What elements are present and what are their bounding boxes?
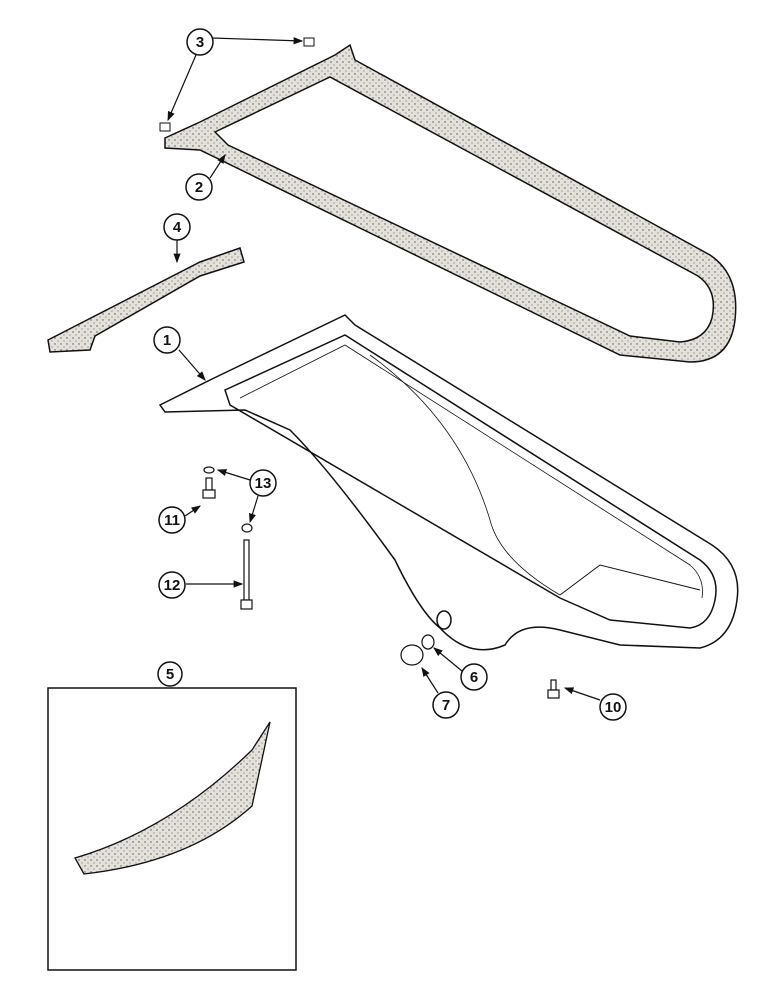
bolt-10-head [547,689,560,699]
svg-text:2: 2 [195,179,203,196]
callout-13: 13 [249,469,277,497]
hardware [202,466,560,699]
callout-2: 2 [185,173,213,201]
gasket-strip [47,247,245,353]
svg-text:4: 4 [173,219,182,236]
gasket-tab-right [303,37,315,47]
callout-7: 7 [432,691,460,719]
bolt-12-shank [243,539,250,601]
svg-text:11: 11 [164,512,180,529]
svg-text:1: 1 [163,332,171,349]
svg-text:6: 6 [470,669,478,686]
bolt-11-shank [205,477,213,491]
callout-3: 3 [186,28,214,56]
svg-text:13: 13 [255,475,272,492]
callout-4: 4 [163,213,191,241]
bolt-10-shank [550,679,557,691]
callout-1: 1 [153,326,181,354]
bolt-11-head [202,489,216,499]
svg-text:7: 7 [442,697,450,714]
callout-12: 12 [158,571,186,599]
callout-6: 6 [460,663,488,691]
leader-lines [167,37,601,701]
svg-text:12: 12 [164,577,181,594]
svg-text:10: 10 [605,699,622,716]
callout-10: 10 [599,693,627,721]
bolt-12-head [240,599,253,610]
rear-seal-piece [74,721,271,875]
callout-11: 11 [158,506,186,534]
oil-pan-gasket [159,37,737,363]
svg-text:3: 3 [196,34,204,51]
oil-pan [158,314,739,651]
callout-5: 5 [157,661,183,687]
drain-plug-7 [400,644,424,666]
gasket-tab-left [159,122,171,132]
svg-text:5: 5 [166,666,174,683]
nut-13b [241,523,253,533]
gasket-washer-6 [421,634,435,650]
washer-13a [203,466,215,474]
detail-box [47,687,297,971]
